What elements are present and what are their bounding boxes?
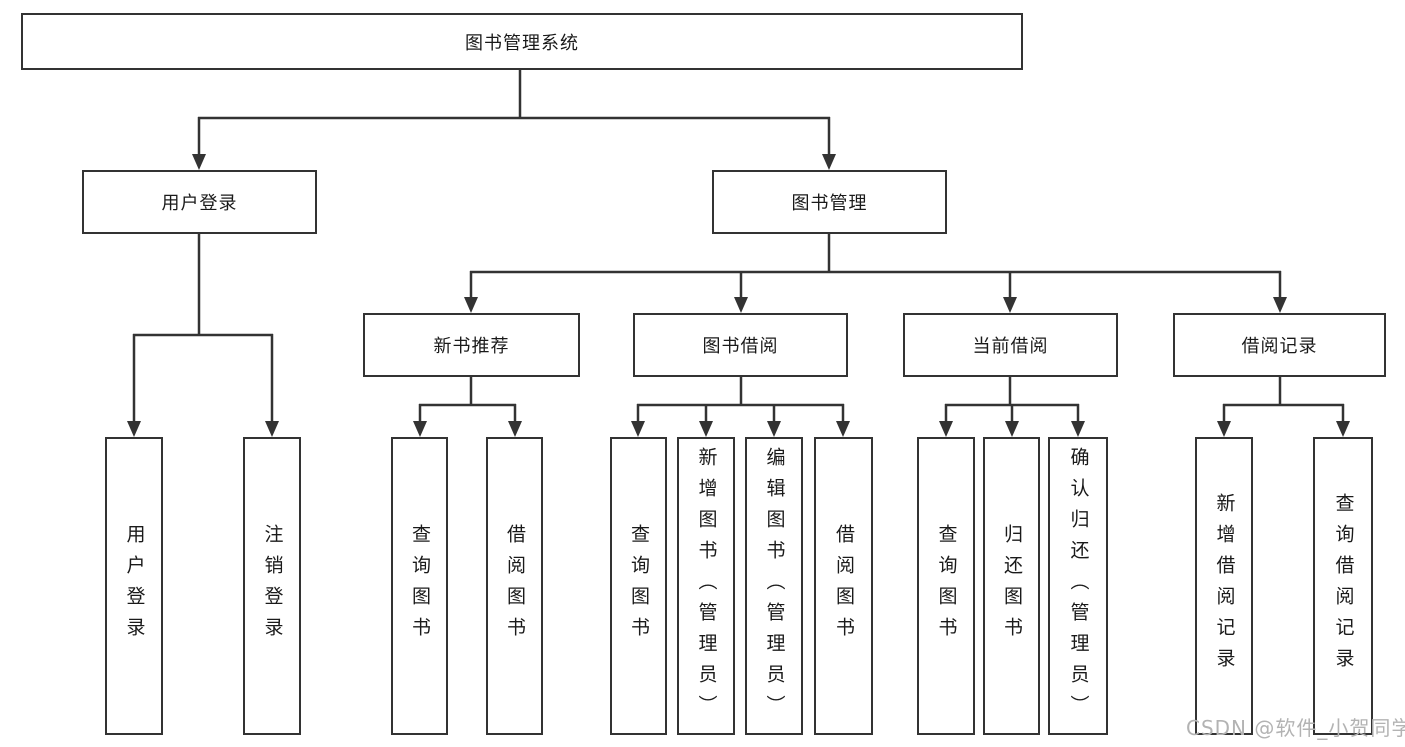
node-current-borrowing-label: 当前借阅 — [972, 336, 1049, 357]
node-book-borrowing: 图书借阅 — [633, 313, 848, 377]
node-book-borrowing-label: 图书借阅 — [702, 336, 779, 357]
leaf-logout-label: 注销登录 — [261, 524, 284, 648]
node-borrowing-records: 借阅记录 — [1173, 313, 1386, 377]
leaf-confirm-return-admin-label: 确认归还（管理员） — [1067, 446, 1090, 726]
leaf-query-books-recommend-label: 查询图书 — [409, 524, 431, 648]
node-root-system: 图书管理系统 — [21, 13, 1023, 70]
leaf-borrow-books-borrow: 借阅图书 — [814, 437, 873, 735]
leaf-borrow-books-borrow-label: 借阅图书 — [833, 524, 855, 648]
leaf-add-book-admin: 新增图书（管理员） — [677, 437, 735, 735]
node-borrowing-records-label: 借阅记录 — [1241, 336, 1318, 357]
node-user-login: 用户登录 — [82, 170, 317, 234]
node-new-book-recommend-label: 新书推荐 — [433, 336, 510, 357]
node-book-management-label: 图书管理 — [791, 193, 868, 214]
leaf-logout: 注销登录 — [243, 437, 301, 735]
leaf-query-borrow-record: 查询借阅记录 — [1313, 437, 1373, 735]
leaf-user-login-label: 用户登录 — [123, 524, 146, 648]
node-book-management: 图书管理 — [712, 170, 947, 234]
leaf-query-books-current: 查询图书 — [917, 437, 975, 735]
leaf-borrow-books-recommend-label: 借阅图书 — [504, 524, 526, 648]
leaf-user-login: 用户登录 — [105, 437, 163, 735]
node-new-book-recommend: 新书推荐 — [363, 313, 580, 377]
leaf-add-borrow-record: 新增借阅记录 — [1195, 437, 1253, 735]
leaf-confirm-return-admin: 确认归还（管理员） — [1048, 437, 1108, 735]
node-current-borrowing: 当前借阅 — [903, 313, 1118, 377]
node-user-login-label: 用户登录 — [161, 193, 238, 214]
leaf-edit-book-admin-label: 编辑图书（管理员） — [763, 446, 786, 726]
leaf-query-borrow-record-label: 查询借阅记录 — [1332, 493, 1355, 679]
leaf-return-books: 归还图书 — [983, 437, 1040, 735]
leaf-query-books-borrow-label: 查询图书 — [628, 524, 650, 648]
leaf-add-borrow-record-label: 新增借阅记录 — [1213, 493, 1236, 679]
leaf-borrow-books-recommend: 借阅图书 — [486, 437, 543, 735]
leaf-query-books-current-label: 查询图书 — [935, 524, 958, 648]
leaf-return-books-label: 归还图书 — [1001, 524, 1023, 648]
csdn-watermark: CSDN @软件_小贺同学 — [1186, 716, 1405, 740]
leaf-query-books-recommend: 查询图书 — [391, 437, 448, 735]
leaf-add-book-admin-label: 新增图书（管理员） — [695, 446, 718, 726]
node-root-label: 图书管理系统 — [465, 32, 579, 54]
leaf-edit-book-admin: 编辑图书（管理员） — [745, 437, 803, 735]
leaf-query-books-borrow: 查询图书 — [610, 437, 667, 735]
